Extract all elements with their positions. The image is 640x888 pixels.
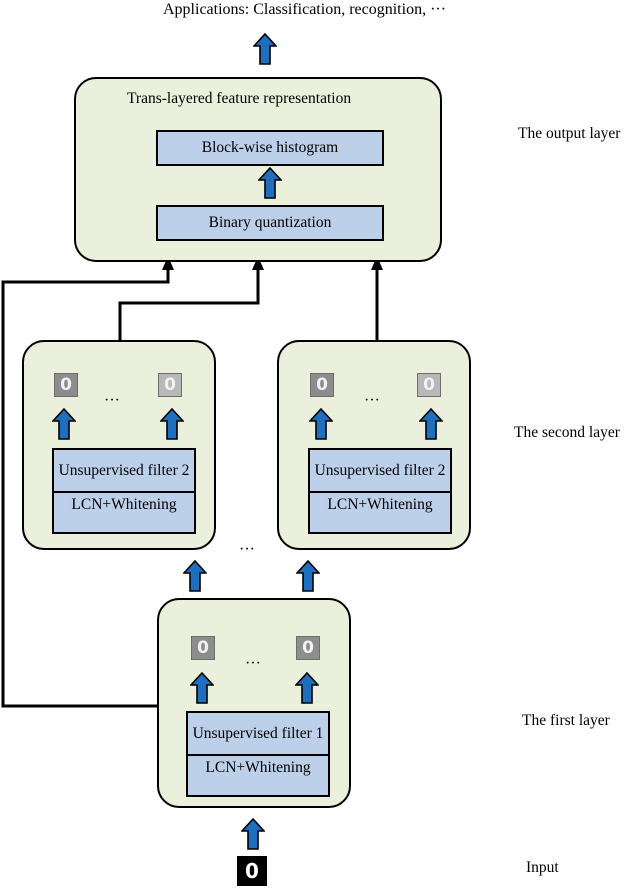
up-arrow-icon [160, 408, 184, 440]
up-arrow-icon [295, 672, 319, 704]
up-arrow-icon [258, 167, 282, 199]
filter-response-thumb-icon: 0 [310, 373, 334, 397]
lcn-whitening-right-box: LCN+Whitening [308, 491, 452, 534]
up-arrow-icon [309, 408, 333, 440]
filter-response-thumb-icon: 0 [296, 636, 320, 660]
ellipsis-dots: ··· [104, 392, 120, 409]
up-arrow-icon [253, 33, 277, 65]
up-arrow-icon [241, 818, 265, 850]
unsupervised-filter-2-right-box: Unsupervised filter 2 [308, 448, 452, 494]
up-arrow-icon [190, 672, 214, 704]
lcn-whitening-first-box: LCN+Whitening [186, 754, 330, 797]
first-layer-side-label: The first layer [522, 712, 610, 729]
input-digit-image: 0 [237, 856, 267, 886]
ellipsis-dots: ··· [364, 392, 380, 409]
up-arrow-icon [419, 408, 443, 440]
filter-label: Unsupervised filter 1 [192, 725, 324, 742]
skip-connection-line [1, 268, 170, 708]
block-histogram-box: Block-wise histogram [156, 130, 384, 166]
filter-response-thumb-icon: 0 [54, 373, 78, 397]
binary-quantization-label: Binary quantization [208, 214, 332, 231]
second-layer-side-label: The second layer [514, 424, 620, 441]
ellipsis-dots: ··· [245, 655, 261, 672]
between-boxes-ellipsis: ··· [239, 541, 255, 558]
filter-response-thumb-icon: 0 [191, 636, 215, 660]
up-arrow-icon [183, 560, 207, 592]
right-arrowhead [371, 256, 383, 270]
filter-label: Unsupervised filter 2 [58, 462, 190, 479]
filter-response-thumb-icon: 0 [417, 373, 441, 397]
lcn-label: LCN+Whitening [205, 759, 311, 776]
input-side-label: Input [526, 859, 559, 876]
filter-label: Unsupervised filter 2 [314, 462, 446, 479]
filter-response-thumb-icon: 0 [158, 373, 182, 397]
second-left-to-output-line [118, 268, 260, 342]
up-arrow-icon [52, 408, 76, 440]
output-layer-title: Trans-layered feature representation [127, 90, 352, 107]
output-layer-side-label: The output layer [518, 125, 621, 142]
lcn-label: LCN+Whitening [71, 496, 177, 513]
unsupervised-filter-2-left-box: Unsupervised filter 2 [52, 448, 196, 494]
lcn-label: LCN+Whitening [327, 496, 433, 513]
lcn-whitening-left-box: LCN+Whitening [52, 491, 196, 534]
up-arrow-icon [296, 560, 320, 592]
applications-label: Applications: Classification, recognitio… [163, 1, 447, 18]
block-histogram-label: Block-wise histogram [201, 139, 339, 156]
left-arrowhead [252, 256, 264, 270]
binary-quantization-box: Binary quantization [156, 205, 384, 241]
skip-arrowhead [162, 256, 174, 270]
